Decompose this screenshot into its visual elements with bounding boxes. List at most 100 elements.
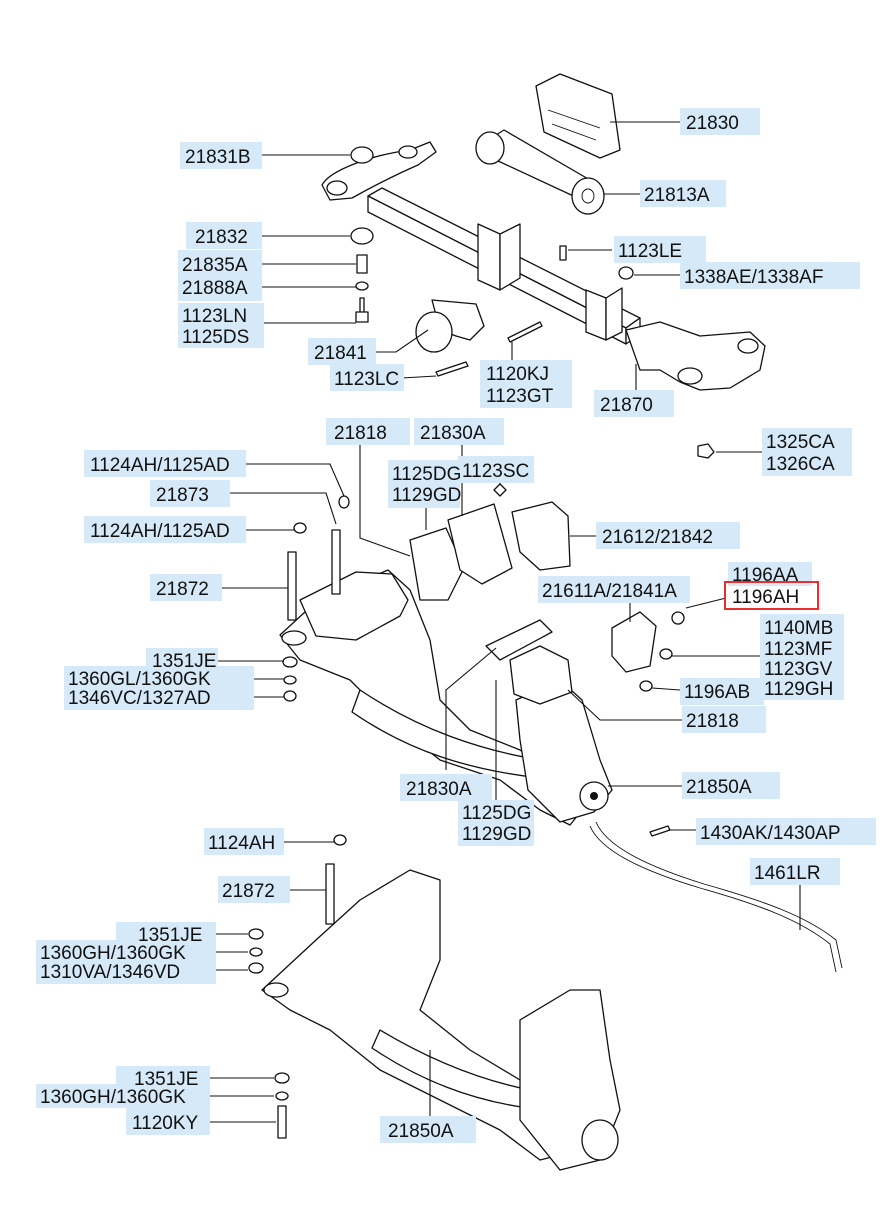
bolt-1123SC — [493, 483, 507, 497]
rubber-mount-body — [415, 311, 453, 353]
label-1124AH-c[interactable]: 1124AH — [208, 833, 275, 854]
right-end-bracket — [625, 321, 766, 391]
middle-subframe-assembly — [279, 483, 843, 973]
label-1123MF[interactable]: 1123MF — [764, 639, 832, 660]
label-21872-low[interactable]: 21872 — [222, 881, 275, 902]
bolt-1196AB — [639, 680, 653, 692]
label-1123LN[interactable]: 1123LN — [182, 306, 247, 327]
label-1360GL-1360GK[interactable]: 1360GL/1360GK — [68, 669, 211, 690]
spacer-21835A — [356, 254, 368, 274]
label-1360GH-1360GK-a[interactable]: 1360GH/1360GK — [40, 943, 186, 964]
bolt-1196AA — [671, 611, 685, 625]
label-1430AK-1430AP[interactable]: 1430AK/1430AP — [700, 823, 841, 844]
bg-1123LE — [614, 236, 706, 263]
label-1125DS[interactable]: 1125DS — [182, 327, 249, 348]
mount-cap-21831B — [350, 146, 374, 164]
nut-1360GH-b — [275, 1091, 289, 1101]
bolt-1140MB — [659, 648, 673, 660]
label-21831B[interactable]: 21831B — [185, 147, 251, 168]
label-21611A-21841A[interactable]: 21611A/21841A — [542, 581, 677, 602]
label-21832[interactable]: 21832 — [195, 227, 248, 248]
bg-1310VA — [36, 958, 216, 984]
label-21612-21842[interactable]: 21612/21842 — [602, 527, 713, 548]
label-21870[interactable]: 21870 — [600, 395, 653, 416]
label-21818-top[interactable]: 21818 — [334, 423, 387, 444]
nut-1338AE — [618, 266, 634, 280]
label-21818-mid[interactable]: 21818 — [686, 711, 739, 732]
label-1120KY[interactable]: 1120KY — [132, 1113, 199, 1134]
torque-bracket-slot — [547, 109, 601, 141]
bg-21872b — [218, 876, 290, 903]
lead-1123LC — [401, 375, 437, 379]
label-21841[interactable]: 21841 — [314, 343, 367, 364]
label-1338AE-1338AF[interactable]: 1338AE/1338AF — [684, 267, 823, 288]
lead-1196AH — [685, 597, 727, 609]
label-21830A-bot[interactable]: 21830A — [406, 779, 472, 800]
label-1326CA[interactable]: 1326CA — [766, 454, 835, 475]
washer-1124AH-b — [293, 522, 307, 534]
bg-1120KY — [126, 1108, 210, 1135]
tube-1461LR — [589, 825, 837, 973]
label-1196AH[interactable]: 1196AH — [732, 587, 799, 608]
washer-1124AH-c — [333, 834, 347, 846]
label-21813A[interactable]: 21813A — [644, 185, 710, 206]
lower-mount-pad — [485, 619, 553, 661]
bg-21832 — [186, 222, 262, 249]
label-1351JE-a[interactable]: 1351JE — [152, 651, 216, 672]
label-1346VC-1327AD[interactable]: 1346VC/1327AD — [68, 688, 211, 709]
label-21873[interactable]: 21873 — [156, 485, 209, 506]
bushing-21850A-center — [590, 792, 598, 800]
label-1120KJ[interactable]: 1120KJ — [486, 364, 549, 385]
label-1123LE[interactable]: 1123LE — [618, 241, 682, 262]
label-21850A-b[interactable]: 21850A — [388, 1121, 454, 1142]
bolt-1120KJ — [507, 321, 543, 343]
label-1351JE-c[interactable]: 1351JE — [134, 1069, 198, 1090]
nut-1351JE-a — [282, 656, 298, 668]
torque-rod-bush-b-inner — [581, 188, 595, 204]
bg-1124AH-b — [84, 516, 246, 543]
label-1123SC[interactable]: 1123SC — [462, 461, 529, 482]
nut-1310VA — [248, 962, 264, 974]
bg-21818a — [326, 418, 410, 445]
label-21830[interactable]: 21830 — [686, 113, 739, 134]
bracket-hole-left — [326, 180, 348, 196]
bg-21835A — [178, 250, 262, 277]
label-1123GT[interactable]: 1123GT — [486, 386, 554, 407]
bolt-1123LC — [435, 361, 469, 377]
label-21835A[interactable]: 21835A — [182, 255, 248, 276]
bg-21830A-top — [414, 418, 504, 445]
label-1140MB[interactable]: 1140MB — [764, 618, 833, 639]
mount-block-21818 — [409, 527, 465, 601]
bg-1124AH-a — [84, 450, 246, 477]
lead-21818a — [359, 444, 411, 557]
lower-mount-block — [509, 645, 573, 705]
label-1125DG-b[interactable]: 1125DG — [462, 803, 531, 824]
label-1196AB[interactable]: 1196AB — [684, 682, 750, 703]
bolt-1123LN — [355, 297, 369, 323]
label-1310VA-1346VD[interactable]: 1310VA/1346VD — [40, 962, 180, 983]
label-1123GV[interactable]: 1123GV — [764, 659, 833, 680]
label-1351JE-b[interactable]: 1351JE — [138, 925, 202, 946]
insulator-21832 — [350, 227, 374, 245]
nut-1351JE-b — [248, 928, 264, 940]
lead-21830A-bot — [445, 647, 497, 770]
label-21888A[interactable]: 21888A — [182, 278, 248, 299]
label-21872-mid[interactable]: 21872 — [156, 579, 209, 600]
label-1123LC[interactable]: 1123LC — [334, 369, 399, 390]
label-1124AH-1125AD-b[interactable]: 1124AH/1125AD — [90, 521, 230, 542]
label-1129GH[interactable]: 1129GH — [764, 679, 833, 700]
bg-1123LN — [178, 303, 264, 348]
bg-1360GH-b — [36, 1084, 210, 1108]
label-1461LR[interactable]: 1461LR — [754, 863, 821, 884]
label-1325CA[interactable]: 1325CA — [766, 432, 835, 453]
label-21830A-top[interactable]: 21830A — [420, 423, 486, 444]
bg-1461LR — [750, 858, 840, 885]
label-1129GD-a[interactable]: 1129GD — [392, 485, 461, 506]
label-1125DG-a[interactable]: 1125DG — [392, 464, 461, 485]
label-1129GD-b[interactable]: 1129GD — [462, 824, 531, 845]
label-1360GH-1360GK-b[interactable]: 1360GH/1360GK — [40, 1087, 186, 1108]
label-1124AH-1125AD-a[interactable]: 1124AH/1125AD — [90, 455, 230, 476]
label-1196AA[interactable]: 1196AA — [732, 565, 799, 586]
label-21850A-a[interactable]: 21850A — [686, 777, 752, 798]
